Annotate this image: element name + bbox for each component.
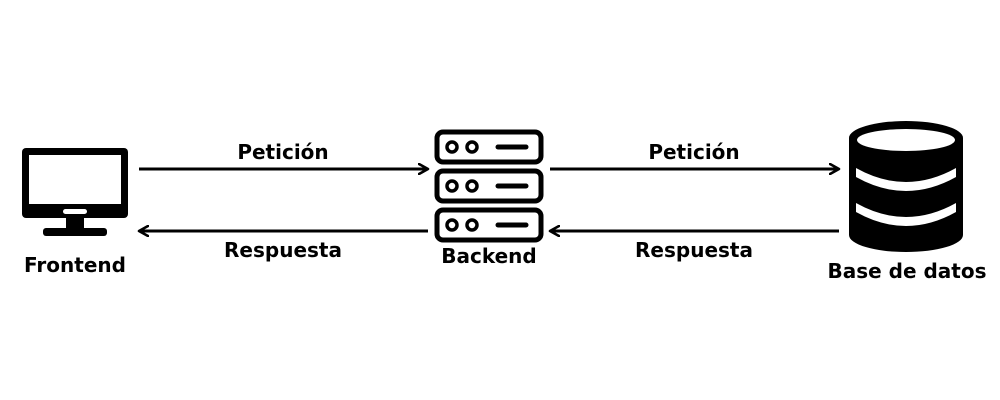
database-icon: [849, 121, 963, 252]
backend-node: Backend: [434, 129, 544, 268]
arrow-backend-to-frontend-label: Respuesta: [224, 238, 342, 262]
arrow-database-to-backend-label: Respuesta: [635, 238, 753, 262]
arrow-frontend-to-backend-label: Petición: [237, 140, 328, 164]
frontend-node: Frontend: [22, 148, 128, 277]
database-node: Base de datos: [827, 121, 987, 283]
arrow-database-to-backend: Respuesta: [550, 231, 839, 262]
monitor-icon: [22, 148, 128, 236]
server-icon: [434, 129, 544, 243]
arrow-backend-to-frontend: Respuesta: [139, 231, 428, 262]
arrow-backend-to-database: Petición: [550, 140, 839, 169]
database-label: Base de datos: [827, 259, 986, 283]
frontend-label: Frontend: [24, 253, 126, 277]
arrow-frontend-to-backend: Petición: [139, 140, 428, 169]
arrow-backend-to-database-label: Petición: [648, 140, 739, 164]
backend-label: Backend: [441, 244, 536, 268]
